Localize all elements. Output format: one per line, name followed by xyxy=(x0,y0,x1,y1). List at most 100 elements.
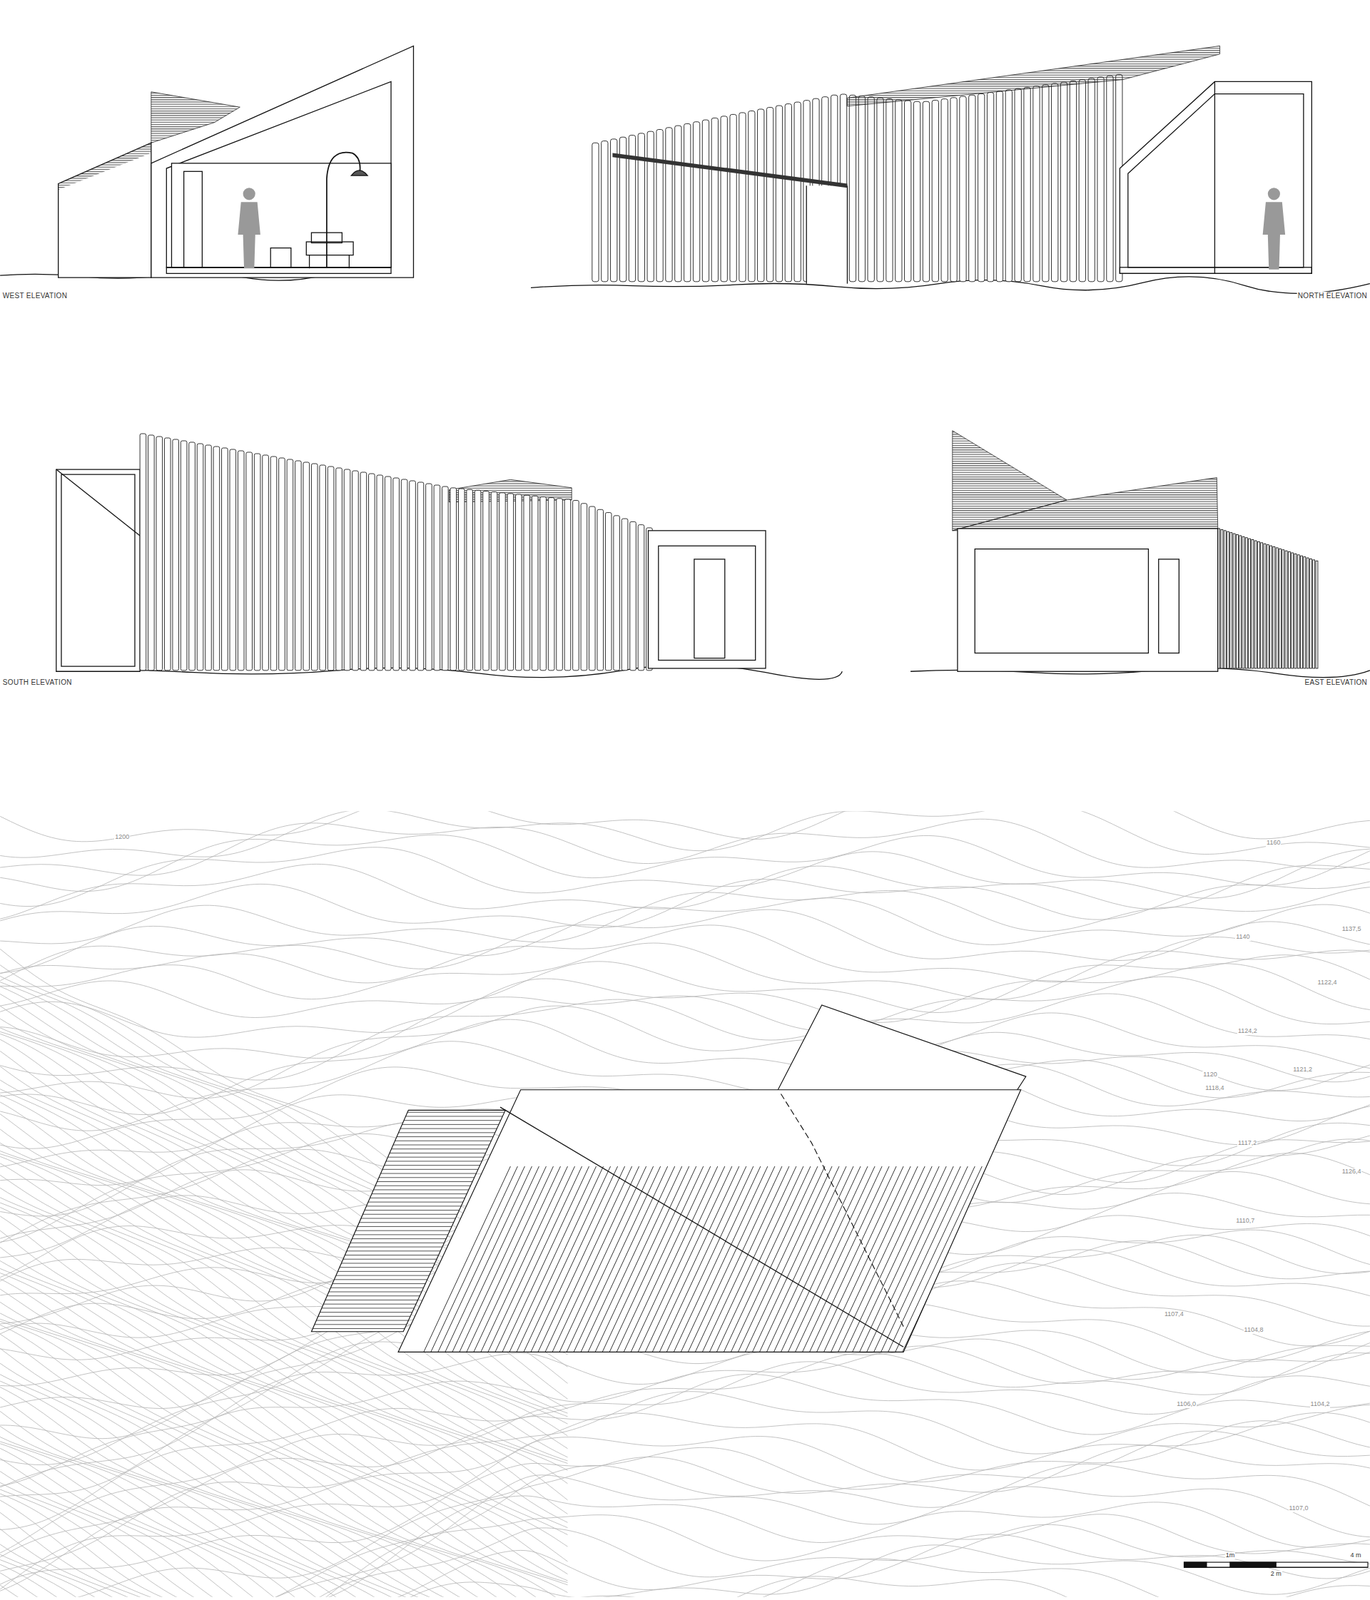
timber-slat xyxy=(295,460,302,671)
timber-slat xyxy=(1294,553,1297,669)
contour-line xyxy=(0,1317,568,1598)
timber-slat xyxy=(548,498,555,671)
timber-slat xyxy=(262,455,270,671)
plan-slat xyxy=(924,1166,1047,1430)
timber-slat xyxy=(368,473,376,671)
timber-slat xyxy=(1291,552,1294,669)
deck-board xyxy=(296,1132,521,1134)
contour-line xyxy=(0,1445,1370,1598)
timber-slat xyxy=(675,125,682,282)
plan-slat xyxy=(1050,1166,1174,1430)
timber-slat xyxy=(458,488,465,671)
timber-slat xyxy=(1254,540,1257,669)
plan-slat xyxy=(888,1166,1012,1430)
plan-slat xyxy=(1071,1166,1195,1430)
timber-slat xyxy=(417,482,424,671)
contour-line xyxy=(0,963,1370,1038)
plan-slat xyxy=(1057,1166,1181,1430)
timber-slat xyxy=(597,509,604,671)
timber-slat xyxy=(1069,80,1077,282)
timber-slat xyxy=(621,518,628,671)
contour-line xyxy=(0,1457,568,1598)
plan-slat xyxy=(838,1166,962,1430)
timber-slat xyxy=(886,98,893,282)
plan-slat xyxy=(1007,1166,1131,1430)
plan-slat xyxy=(895,1166,1019,1430)
plan-slat xyxy=(966,1166,1090,1430)
plan-slat xyxy=(1021,1166,1145,1430)
spot-height: 1104,8 xyxy=(1243,1327,1265,1335)
timber-slat xyxy=(1097,77,1104,282)
plan-slat xyxy=(988,1166,1111,1430)
plan-slat xyxy=(1016,1166,1140,1430)
spot-height: 1120 xyxy=(1202,1071,1218,1079)
plan-slat xyxy=(859,1166,983,1430)
scale-label: 1m xyxy=(1225,1552,1236,1560)
plan-slat xyxy=(986,1166,1109,1430)
timber-slat xyxy=(564,499,571,671)
scale-label: 2 m xyxy=(1270,1571,1283,1579)
timber-slat xyxy=(327,466,334,671)
timber-slat xyxy=(1239,535,1242,669)
timber-slat xyxy=(319,465,327,671)
plan-slat xyxy=(931,1166,1054,1430)
contour-line xyxy=(0,1372,568,1597)
contour-line xyxy=(0,1374,1370,1570)
timber-slat xyxy=(711,117,718,282)
timber-slat xyxy=(483,490,490,671)
contour-line xyxy=(0,976,1370,1059)
deck-board xyxy=(296,1157,521,1159)
timber-slat xyxy=(1306,557,1309,669)
roof-upper xyxy=(775,1005,1026,1101)
view-title: WEST ELEVATION xyxy=(2,291,68,300)
timber-slat xyxy=(637,525,645,671)
plan-slat xyxy=(902,1166,1026,1430)
timber-slat xyxy=(1223,530,1226,669)
deck-board xyxy=(296,1120,521,1121)
timber-slat xyxy=(1309,558,1312,669)
timber-slat xyxy=(702,119,709,282)
timber-slat xyxy=(757,109,765,282)
contour-line xyxy=(0,1392,1370,1578)
plan-slat xyxy=(995,1166,1119,1430)
contour-line xyxy=(0,1571,568,1598)
timber-slat xyxy=(246,452,253,671)
roof-main xyxy=(398,1090,1022,1353)
contour-line xyxy=(0,1498,568,1598)
timber-slat xyxy=(401,479,408,671)
timber-slat xyxy=(613,515,621,671)
deck-board xyxy=(296,1140,521,1142)
timber-slat xyxy=(1088,78,1095,282)
east-elevation xyxy=(910,430,1370,678)
spot-height: 1117,2 xyxy=(1237,1140,1258,1148)
timber-slat xyxy=(556,498,563,671)
plan-slat xyxy=(973,1166,1097,1430)
timber-slat xyxy=(904,100,912,282)
timber-slat xyxy=(656,129,663,282)
view-title: SOUTH ELEVATION xyxy=(2,678,73,687)
contour-line xyxy=(0,1348,568,1597)
view-title: EAST ELEVATION xyxy=(1304,678,1369,687)
timber-slat xyxy=(1263,543,1266,669)
spot-height: 1118,4 xyxy=(1204,1085,1225,1093)
timber-slat xyxy=(1233,533,1236,669)
deck-board xyxy=(296,1148,521,1150)
contour-line xyxy=(0,898,1370,974)
plan-slat xyxy=(945,1166,1069,1430)
timber-slat xyxy=(1260,543,1263,669)
timber-slat xyxy=(376,475,384,671)
timber-slat xyxy=(196,443,204,671)
contour-line xyxy=(0,1576,1370,1598)
timber-slat xyxy=(352,470,359,671)
timber-slat xyxy=(739,112,746,282)
site-plan xyxy=(0,791,1370,1600)
timber-slat xyxy=(466,489,474,671)
timber-slat xyxy=(913,101,920,282)
contour-line xyxy=(0,1352,1370,1530)
plan-slat xyxy=(852,1166,976,1430)
contour-line xyxy=(0,1311,568,1598)
timber-slat xyxy=(221,448,229,671)
plan-slat xyxy=(824,1166,947,1430)
contour-line xyxy=(0,1481,568,1598)
timber-slat xyxy=(148,435,155,671)
